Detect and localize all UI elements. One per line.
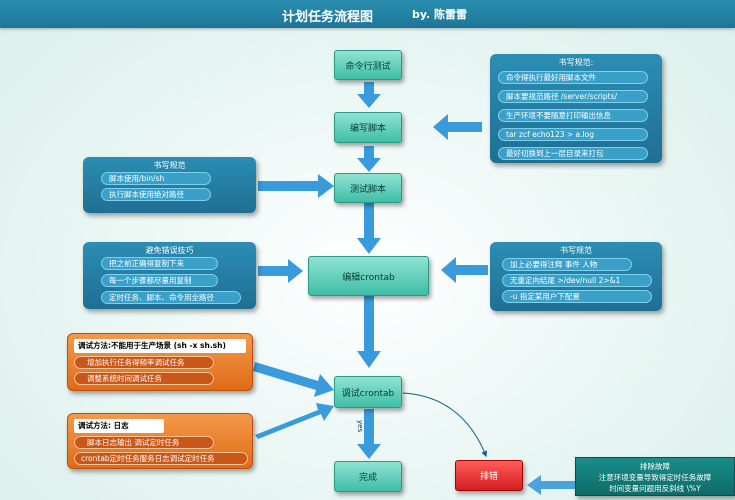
panel-title: 书写规范: [558,58,594,67]
flow-step-label: 编辑crontab [342,272,395,283]
flow-step-label: 排错 [479,472,498,482]
panel-item: 调整系统时间调试任务 [74,372,214,385]
flow-step-command-test: 命令行测试 [334,50,402,80]
page-title: 计划任务流程图 [282,10,374,25]
panel-item: 增加执行任务得频率调试任务 [74,356,214,369]
yes-label: yes [356,420,364,433]
arrow-troubleshoot-to-error [527,475,575,495]
arrow-right-panel-to-step4 [441,257,488,283]
arrow-avoid-panel-to-step4 [258,259,303,283]
panel-title: 调试方法:不能用于生产场景 (sh -x sh.sh) [74,339,246,353]
title-bar: 计划任务流程图 by. 陈雷雷 [0,0,735,28]
panel-item: 最好切换到上一层目录来打包 [498,147,648,160]
flow-step-troubleshoot-error: 排错 [455,460,523,491]
arrow-step3-step4 [357,203,381,254]
arrow-debug2-to-step5 [255,403,334,439]
panel-debug-method-sh: 调试方法:不能用于生产场景 (sh -x sh.sh) 增加执行任务得频率调试任… [67,333,253,391]
panel-item: 脚本要规范路径 /server/scripts/ [498,90,648,103]
flow-step-done: 完成 [334,461,402,492]
arrow-debug1-to-step5 [253,362,334,397]
arrow-step5-step6 [357,409,381,459]
panel-writing-rules-right: 书写规范 加上必要得注释 事件 人物 无重定向结尾 >/dev/null 2>&… [490,242,662,311]
flow-step-label: 完成 [358,473,377,483]
flow-step-label: 命令行测试 [345,61,391,72]
panel-item: 脚本使用/bin/sh [101,172,211,185]
panel-troubleshoot: 排除故障 注意环境变量导致得定时任务故障 时间变量问题用反斜线 \%Y [575,457,735,496]
panel-item: 脚本日志输出 调试定时任务 [74,436,214,449]
panel-title: 书写规范 [560,246,592,255]
panel-item: 执行脚本使用绝对路径 [101,188,211,201]
panel-writing-rules-left: 书写规范 脚本使用/bin/sh 执行脚本使用绝对路径 [83,157,256,213]
flow-step-debug-crontab: 调试crontab [334,376,402,408]
panel-title: 避免错误技巧 [145,246,194,255]
flow-step-label: 编写脚本 [349,124,386,134]
troubleshoot-line: 注意环境变量导致得定时任务故障 [598,473,712,482]
flow-step-write-script: 编写脚本 [334,112,402,143]
panel-item: crontab定时任务服务日志调试定时任务 [74,452,248,465]
panel-item: 加上必要得注释 事件 人物 [502,258,632,271]
arrow-left-panel-to-step3 [258,174,334,198]
arrow-step4-step5 [357,295,381,368]
arrow-step2-step3 [357,146,381,172]
panel-writing-rules-top: 书写规范: 命令得执行最好用脚本文件 脚本要规范路径 /server/scrip… [490,54,662,163]
panel-debug-method-log: 调试方法: 日志 脚本日志输出 调试定时任务 crontab定时任务服务日志调试… [67,413,253,469]
arrow-step5-to-error [402,392,488,458]
page-author: by. 陈雷雷 [412,8,468,21]
flow-step-label: 调试crontab [341,388,395,399]
troubleshoot-title: 排除故障 [640,462,670,471]
panel-item: 命令得执行最好用脚本文件 [498,71,648,84]
panel-title: 调试方法: 日志 [74,419,164,433]
panel-item: 无重定向结尾 >/dev/null 2>&1 [502,274,652,287]
panel-item: 每一个步骤都尽量用复制 [101,274,218,287]
flow-step-edit-crontab: 编辑crontab [308,256,429,296]
panel-avoid-errors: 避免错误技巧 把之前正确得复制下来 每一个步骤都尽量用复制 定时任务、脚本、命令… [83,242,256,309]
panel-title: 书写规范 [153,161,186,170]
panel-item: -u 指定某用户下配置 [502,290,652,303]
flow-step-label: 测试脚本 [349,184,386,195]
flow-step-test-script: 测试脚本 [334,173,402,203]
arrow-top-panel-to-step2 [433,114,482,140]
arrow-step1-step2 [357,82,381,108]
panel-item: 把之前正确得复制下来 [101,257,218,270]
panel-item: tar zcf echo123 > a.log [498,128,648,141]
troubleshoot-line: 时间变量问题用反斜线 \%Y [609,484,701,493]
panel-item: 定时任务、脚本、命令用全路径 [101,291,241,304]
panel-item: 生产环境不要随意打印输出信息 [498,109,648,122]
